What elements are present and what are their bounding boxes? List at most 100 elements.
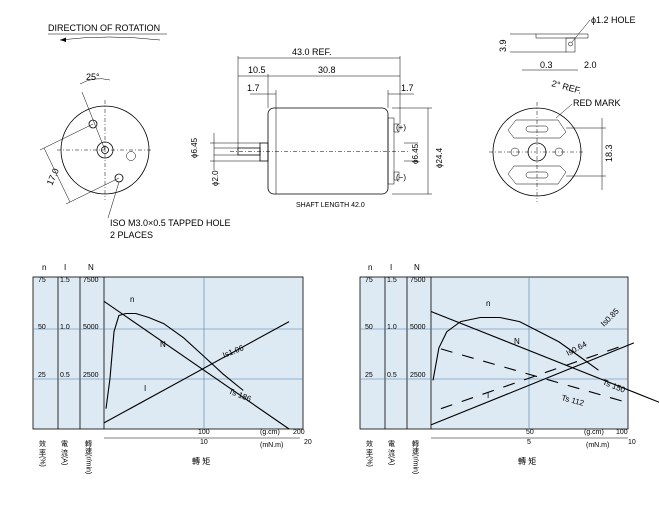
dim-645b-label: ϕ6.45 (411, 143, 420, 164)
dim-20b-label: 2.0 (584, 60, 597, 70)
right-performance-chart: n I N 75 50 25 1.5 1.0 0.5 7500 5000 250… (359, 263, 659, 474)
side-view: (+) (−) 43.0 REF. 10.5 30.8 1.7 1.7 ϕ6.4… (190, 47, 444, 209)
left-series-N-line (103, 300, 290, 430)
right-i-tick-2: 0.5 (387, 372, 397, 379)
rear-lower-terminal (507, 165, 567, 185)
left-gcm-unit: (g.cm) (260, 429, 280, 436)
left-x-title: 轉 矩 (192, 456, 210, 466)
hole-leader (571, 19, 591, 43)
left-gcm-tick-1: 200 (293, 429, 305, 436)
minus-label: (−) (396, 173, 406, 182)
hole-12-label: ϕ1.2 HOLE (591, 15, 636, 25)
left-mnm-unit: (mN.m) (260, 442, 283, 449)
right-header-N: N (414, 263, 420, 272)
right-y-rpm-label: 轉速(r/min) (412, 439, 420, 474)
left-n-tick-1: 50 (38, 324, 46, 331)
dim17-ext-top (39, 123, 94, 151)
tapped-hole-leader (107, 181, 120, 219)
terminal-tab (565, 37, 576, 53)
left-gcm-tick-0: 100 (198, 429, 210, 436)
left-header-n: n (42, 263, 46, 272)
right-label-I: I (487, 391, 489, 400)
left-y-eff-label: 效 率(%) (39, 439, 47, 467)
left-i-tick-0: 1.5 (60, 277, 70, 284)
rotation-title: DIRECTION OF ROTATION (48, 23, 160, 33)
angle-arc (79, 78, 111, 85)
right-i-tick-1: 1.0 (387, 324, 397, 331)
dim-17b-label: 1.7 (401, 83, 414, 93)
angle-2-label: 2° REF. (550, 78, 582, 96)
right-n-tick-1: 50 (365, 324, 373, 331)
right-x-title: 轉 矩 (518, 456, 536, 466)
rotation-arrowhead (60, 37, 66, 42)
right-N-tick-0: 7500 (410, 277, 426, 284)
right-N-tick-2: 2500 (410, 372, 426, 379)
terminal-minus (393, 171, 400, 181)
left-mnm-tick-1: 20 (304, 439, 312, 446)
left-header-i: I (64, 263, 66, 272)
dim-43-label: 43.0 REF. (292, 47, 332, 57)
left-header-N: N (88, 263, 94, 272)
right-n-tick-2: 25 (365, 372, 373, 379)
dim-183-label: 18.3 (604, 144, 614, 162)
red-mark-leader (555, 103, 573, 119)
right-label-N: N (514, 337, 520, 346)
places-label: 2 PLACES (110, 230, 153, 240)
left-y-cur-label: 電 流(A) (61, 440, 69, 465)
right-gcm-tick-1: 100 (616, 429, 628, 436)
rear-upper-terminal (507, 119, 567, 139)
motor-body (267, 107, 389, 195)
left-i-tick-2: 0.5 (60, 372, 70, 379)
left-N-tick-1: 5000 (83, 324, 99, 331)
left-N-tick-2: 2500 (83, 372, 99, 379)
right-series-I2-line (440, 343, 629, 410)
endcap (387, 117, 395, 185)
terminal-hole (568, 41, 573, 47)
shaft-length-label: SHAFT LENGTH 42.0 (296, 202, 365, 209)
red-mark-label: RED MARK (573, 98, 621, 108)
left-performance-chart: n I N 75 50 25 1.5 1.0 0.5 7500 5000 250… (32, 263, 312, 474)
right-N-tick-1: 5000 (410, 324, 426, 331)
right-gcm-unit: (g.cm) (584, 429, 604, 436)
right-gcm-tick-0: 50 (526, 429, 534, 436)
dim-17a-label: 1.7 (247, 83, 260, 93)
angle-ray (81, 91, 106, 151)
right-n-tick-0: 75 (365, 277, 373, 284)
tapped-hole-label: ISO M3.0×0.5 TAPPED HOLE (110, 218, 230, 228)
dim-39-label: 3.9 (498, 39, 508, 52)
rotation-arrow (59, 36, 161, 41)
right-i-tick-0: 1.5 (387, 277, 397, 284)
left-n-tick-0: 75 (38, 277, 46, 284)
right-header-i: I (390, 263, 392, 272)
left-chart-frame (32, 276, 304, 430)
left-mnm-tick-0: 10 (200, 439, 208, 446)
right-label-n: n (486, 299, 490, 308)
dim17-ext-bottom (65, 177, 120, 205)
dim-03-label: 0.3 (540, 60, 553, 70)
dim-244-label: ϕ24.4 (435, 147, 444, 168)
angle-25-label: 25° (86, 72, 100, 82)
left-n-tick-2: 25 (38, 372, 46, 379)
dim-645a-label: ϕ6.45 (190, 137, 199, 158)
right-series-I-line (430, 342, 635, 426)
right-y-cur-label: 電 流(A) (388, 440, 396, 465)
left-i-tick-1: 1.0 (60, 324, 70, 331)
dim-308-label: 30.8 (318, 65, 336, 75)
right-mnm-tick-0: 5 (527, 439, 531, 446)
dim-17-label: 17.0 (45, 167, 61, 187)
right-y-eff-label: 效 率(%) (366, 439, 374, 467)
right-mnm-tick-1: 10 (628, 439, 636, 446)
front-vent-hole (126, 151, 136, 161)
left-label-n: n (130, 295, 134, 304)
left-y-rpm-label: 轉速(r/min) (85, 439, 93, 474)
right-mnm-unit: (mN.m) (586, 442, 609, 449)
dim-105-label: 10.5 (248, 65, 266, 75)
front-view: DIRECTION OF ROTATION 25° 17.0 ISO M3.0×… (39, 23, 230, 240)
right-curves (430, 310, 659, 426)
left-series-I-line (103, 321, 290, 424)
left-label-I: I (144, 384, 146, 393)
terminal-detail-plate (535, 33, 589, 39)
left-curves (103, 300, 290, 430)
dim17-line (43, 147, 71, 203)
